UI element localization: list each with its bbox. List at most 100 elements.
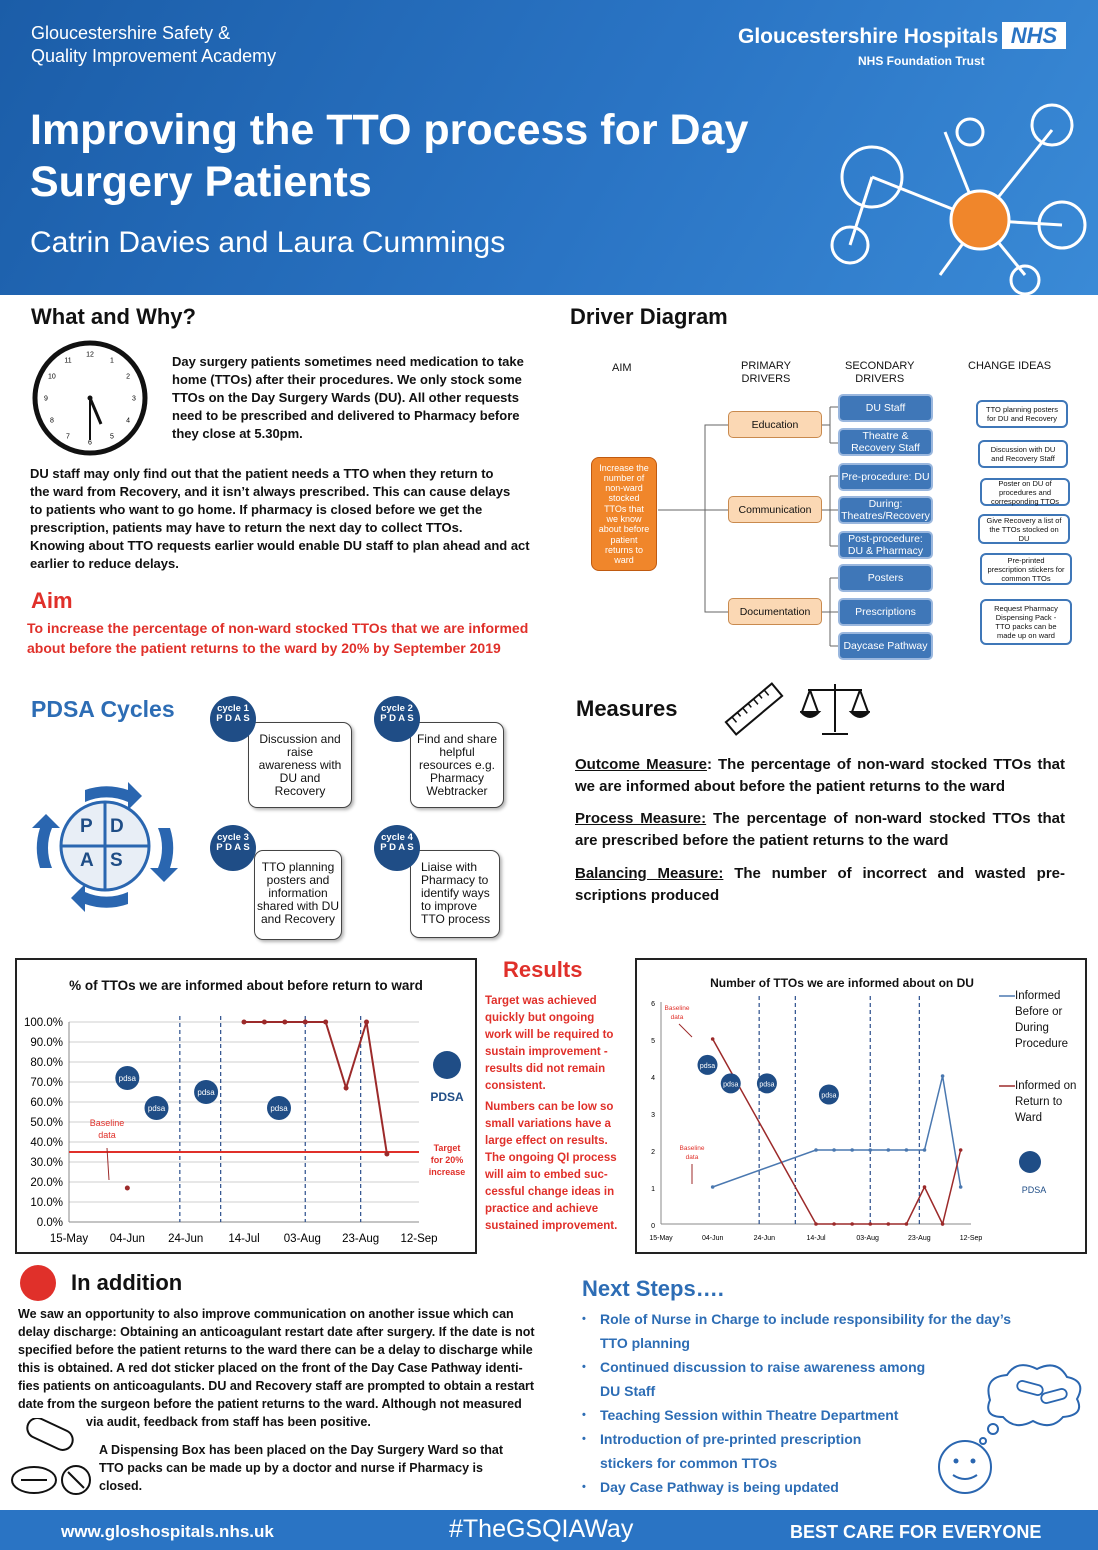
data-point [124, 1185, 130, 1191]
data-point [832, 1222, 836, 1226]
col-change-label: CHANGE IDEAS [968, 360, 1052, 372]
target-label: for 20% [431, 1155, 464, 1165]
ruler-icon [724, 682, 784, 736]
next-step-item: Continued discussion to raise awareness … [582, 1355, 1011, 1403]
y-tick-label: 30.0% [30, 1157, 63, 1169]
chart-number-informed: Number of TTOs we are informed about on … [635, 958, 1087, 1254]
wheel-s: S [110, 850, 123, 871]
pdsa-badge [194, 1080, 219, 1104]
data-point [850, 1222, 854, 1226]
data-point [832, 1148, 836, 1152]
primary-driver-communication: Communication [728, 496, 822, 523]
secondary-driver: DU Staff [838, 394, 933, 422]
series-line [244, 1021, 388, 1155]
next-steps-heading: Next Steps…. [582, 1276, 724, 1301]
footer-url[interactable]: www.gloshospitals.nhs.uk [61, 1522, 274, 1541]
pdsa-legend-badge [433, 1051, 461, 1079]
x-tick-label: 23-Aug [342, 1233, 379, 1245]
data-point [940, 1074, 945, 1078]
y-tick-label: 3 [651, 1112, 655, 1119]
x-tick-label: 24-Jun [754, 1235, 776, 1242]
baseline-label: data [686, 1154, 699, 1161]
y-tick-label: 70.0% [30, 1077, 63, 1089]
x-tick-label: 23-Aug [908, 1235, 931, 1242]
x-tick-label: 14-Jul [228, 1233, 259, 1245]
x-tick-label: 03-Aug [284, 1233, 321, 1245]
y-tick-label: 20.0% [30, 1177, 63, 1189]
clock-number: 5 [110, 434, 114, 441]
col-aim-label: AIM [612, 362, 632, 374]
clock-number: 11 [64, 357, 71, 364]
baseline-label: data [671, 1014, 684, 1021]
data-point [282, 1019, 288, 1025]
x-tick-label: 15-May [50, 1233, 89, 1245]
data-point [343, 1085, 349, 1091]
data-point [868, 1222, 873, 1226]
clock-number: 6 [88, 440, 92, 447]
series-line [712, 1038, 962, 1227]
pills-icon [11, 1418, 91, 1495]
secondary-driver: Theatre &Recovery Staff [838, 428, 933, 456]
baseline-arrow [106, 1147, 110, 1181]
chart1-plot: 0.0%10.0%20.0%30.0%40.0%50.0%60.0%70.0%8… [24, 1016, 465, 1245]
data-point [814, 1222, 818, 1226]
x-tick-label: 04-Jun [110, 1233, 145, 1245]
pdsa-badge [115, 1066, 140, 1090]
baseline-label: Baseline [665, 1005, 690, 1012]
outcome-measure: Outcome Measure: The percentage of non-w… [575, 756, 1066, 795]
data-point [323, 1019, 329, 1025]
next-step-item: Teaching Session within Theatre Departme… [582, 1403, 1011, 1427]
primary-driver-documentation: Documentation [728, 598, 822, 625]
y-tick-label: 0.0% [37, 1217, 63, 1229]
y-tick-label: 60.0% [30, 1097, 63, 1109]
data-point [710, 1037, 715, 1041]
data-point [958, 1148, 963, 1152]
scales-icon [800, 684, 870, 735]
secondary-driver: Prescriptions [838, 598, 933, 626]
data-point [384, 1151, 390, 1157]
data-point [886, 1148, 891, 1152]
driver-connectors [658, 406, 838, 647]
secondary-driver: Posters [838, 564, 933, 592]
y-tick-label: 90.0% [30, 1037, 63, 1049]
x-tick-label: 24-Jun [168, 1233, 203, 1245]
y-tick-label: 0 [651, 1223, 655, 1230]
x-tick-label: 15-May [649, 1235, 673, 1242]
network-graphic [830, 103, 1087, 295]
aim-statement: To increase the percentage of non-ward s… [27, 620, 529, 656]
clock-number: 4 [126, 418, 130, 425]
clock-number: 1 [110, 357, 114, 364]
y-tick-label: 50.0% [30, 1117, 63, 1129]
pdsa-badge-label: pdsa [119, 1074, 137, 1083]
data-point [850, 1148, 854, 1152]
data-point [261, 1019, 267, 1025]
next-steps-list: Role of Nurse in Charge to include respo… [582, 1307, 1011, 1499]
next-step-item: Role of Nurse in Charge to include respo… [582, 1307, 1011, 1355]
red-dot-icon [20, 1265, 56, 1301]
y-tick-label: 80.0% [30, 1057, 63, 1069]
pdsa-legend-label: PDSA [1022, 1185, 1047, 1195]
y-tick-label: 10.0% [30, 1197, 63, 1209]
data-point [302, 1019, 308, 1025]
trust-name: Gloucestershire Hospitals [738, 25, 999, 48]
pdsa-badge-label: pdsa [723, 1081, 738, 1088]
x-tick-label: 12-Sep [960, 1235, 983, 1242]
pdsa-badge-label: pdsa [700, 1063, 715, 1070]
pdsa-badge [756, 1073, 777, 1094]
data-point [868, 1148, 873, 1152]
data-point [814, 1148, 818, 1152]
clock-number: 9 [44, 396, 48, 403]
data-point [922, 1185, 927, 1189]
target-label: Target [434, 1143, 461, 1153]
driver-heading: Driver Diagram [570, 304, 728, 329]
